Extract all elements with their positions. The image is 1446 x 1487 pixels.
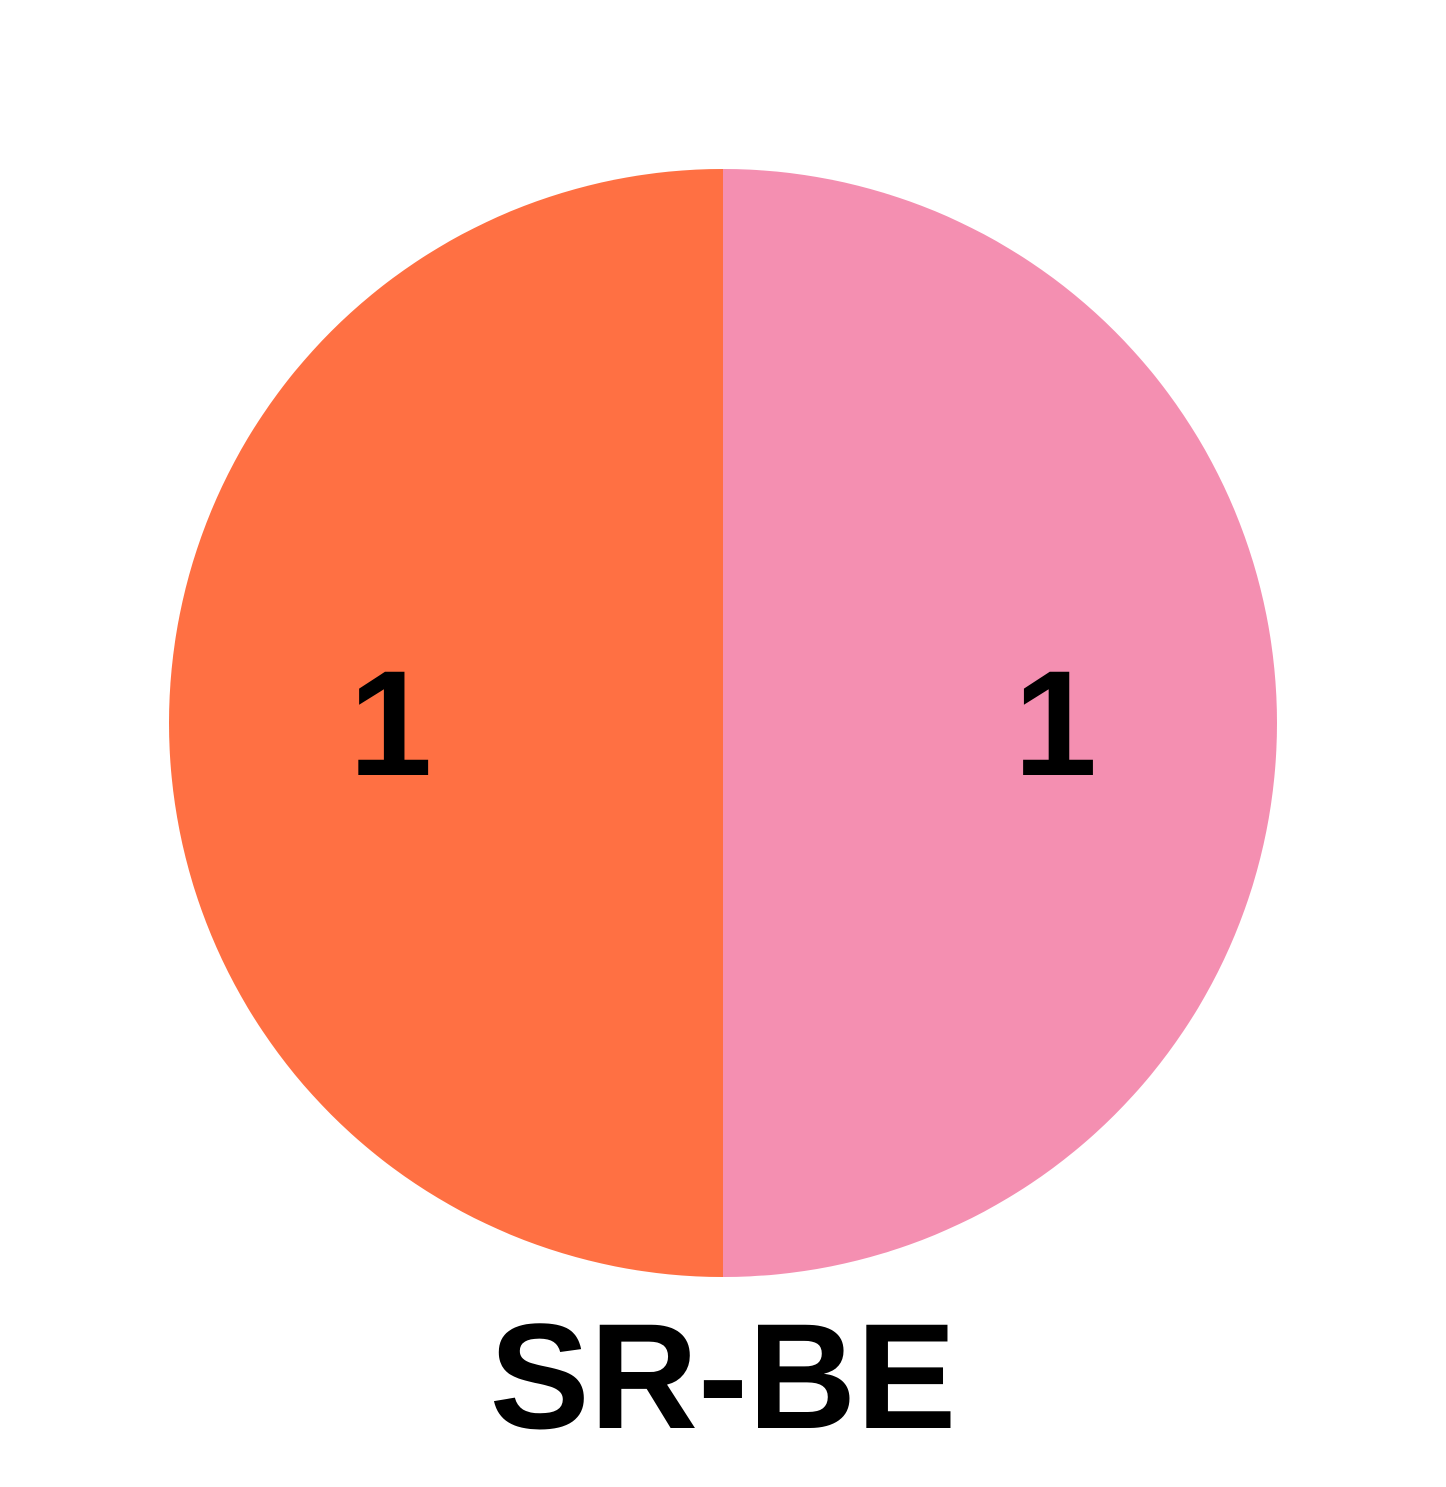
chart-title: SR-BE [490,1292,957,1460]
pie-slice-2 [723,169,1277,1277]
pie-slice-label-1: 1 [349,639,432,807]
pie-slices [169,169,1277,1277]
pie-slice-label-2: 1 [1014,639,1097,807]
pie-slice-1 [169,169,723,1277]
